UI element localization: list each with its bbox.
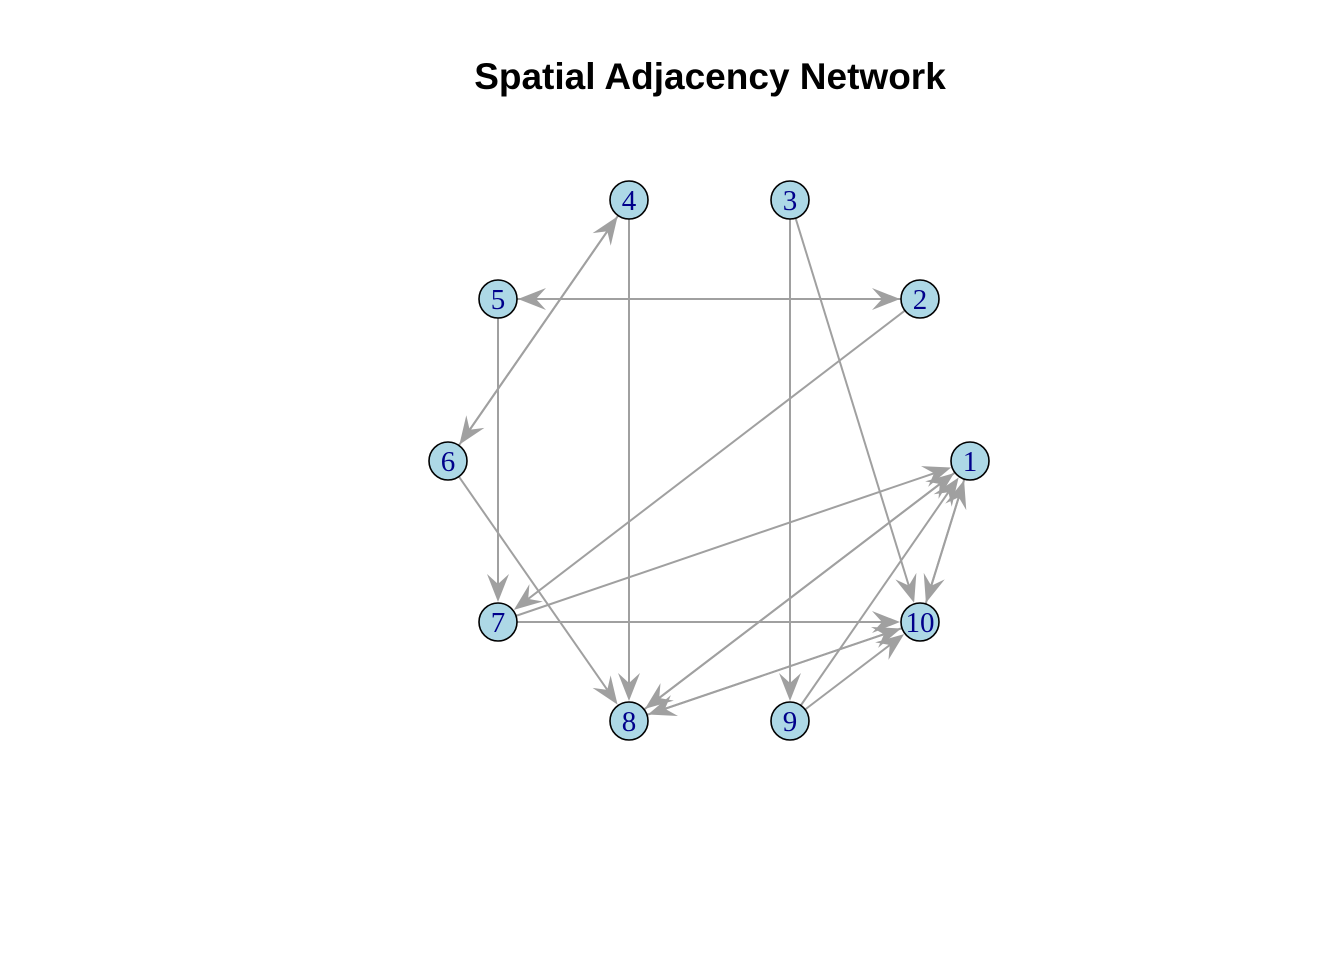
node-label: 8 [622, 706, 637, 738]
node-2: 2 [900, 279, 940, 319]
edge-line [924, 496, 960, 605]
edge-arrowhead [779, 673, 801, 701]
node-10: 10 [900, 602, 940, 642]
node-4: 4 [609, 180, 649, 220]
edge-line [458, 476, 609, 691]
edge-arrowhead [895, 572, 917, 603]
edge-arrowhead [871, 627, 902, 648]
edge-line [527, 309, 906, 600]
edge-arrowhead [921, 466, 952, 487]
edge-line [794, 217, 910, 586]
edge-7-to-1 [515, 466, 952, 617]
edge-6-to-4 [458, 216, 618, 446]
edge-7-to-10 [517, 611, 900, 633]
node-circle [950, 441, 990, 481]
edge-9-to-1 [799, 477, 959, 706]
node-circle [900, 602, 940, 642]
node-label: 3 [783, 185, 798, 217]
edge-line [515, 472, 935, 617]
edge-line [458, 230, 609, 446]
node-circle [770, 701, 810, 741]
node-label: 2 [913, 284, 928, 316]
node-label: 7 [491, 607, 506, 639]
node-label: 6 [441, 446, 456, 478]
edge-arrowhead [513, 584, 543, 610]
edge-line [664, 627, 903, 710]
node-3: 3 [770, 180, 810, 220]
node-8: 8 [609, 701, 649, 741]
node-circle [900, 279, 940, 319]
edge-9-to-10 [804, 634, 905, 711]
edges-layer [458, 215, 967, 716]
edge-5-to-2 [517, 288, 900, 310]
edge-10-to-1 [924, 480, 967, 605]
page-title: Spatial Adjacency Network [474, 56, 946, 97]
edge-line [658, 471, 956, 699]
edge-arrowhead [872, 288, 900, 310]
node-circle [770, 180, 810, 220]
edge-5-to-7 [487, 318, 509, 602]
edge-arrowhead [618, 673, 640, 701]
nodes-layer: 1 2 3 4 5 6 7 8 9 10 [428, 180, 990, 741]
node-7: 7 [478, 602, 518, 642]
node-label: 5 [491, 284, 506, 316]
edge-3-to-9 [779, 219, 801, 701]
node-circle [428, 441, 468, 481]
edge-3-to-10 [794, 217, 917, 603]
node-label: 1 [963, 446, 978, 478]
node-circle [609, 180, 649, 220]
node-1: 1 [950, 441, 990, 481]
node-label: 10 [906, 607, 935, 639]
edge-arrowhead [592, 216, 618, 246]
edge-arrowhead [933, 477, 959, 507]
edge-10-to-8 [647, 627, 903, 716]
edge-arrowhead [487, 574, 509, 602]
node-5: 5 [478, 279, 518, 319]
edge-arrowhead [592, 675, 618, 705]
node-label: 9 [783, 706, 798, 738]
edge-4-to-8 [618, 219, 640, 701]
node-circle [609, 701, 649, 741]
edge-2-to-7 [513, 309, 906, 610]
node-9: 9 [770, 701, 810, 741]
node-circle [478, 602, 518, 642]
edge-line [804, 644, 891, 711]
edge-6-to-8 [458, 476, 618, 705]
edge-arrowhead [875, 634, 905, 660]
node-label: 4 [622, 185, 637, 217]
edge-line [799, 491, 950, 706]
node-6: 6 [428, 441, 468, 481]
edge-arrowhead [945, 480, 967, 511]
edge-arrowhead [647, 695, 678, 716]
node-circle [478, 279, 518, 319]
